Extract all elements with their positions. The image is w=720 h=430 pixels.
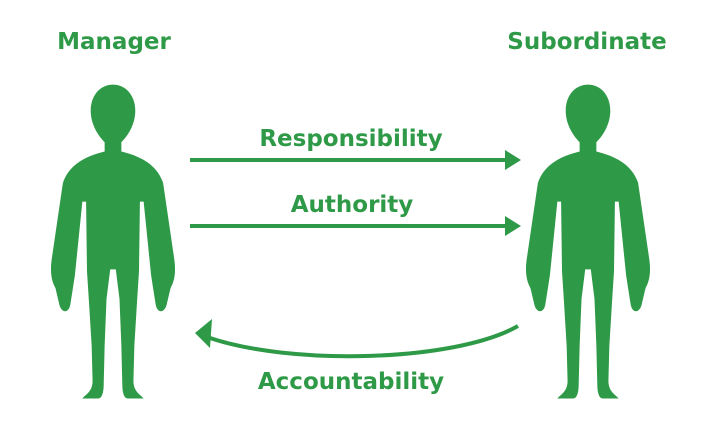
accountability-arrowhead-icon <box>195 319 212 348</box>
accountability-label: Accountability <box>258 369 444 395</box>
authority-arrowhead-icon <box>505 216 521 236</box>
responsibility-arrow <box>190 150 521 170</box>
subordinate-silhouette-icon <box>525 84 651 399</box>
accountability-arrow <box>195 319 519 359</box>
authority-arrow <box>190 216 521 236</box>
subordinate-label: Subordinate <box>507 29 666 55</box>
authority-label: Authority <box>291 192 414 218</box>
responsibility-label: Responsibility <box>259 126 442 152</box>
responsibility-arrowhead-icon <box>505 150 521 170</box>
manager-label: Manager <box>57 29 171 55</box>
manager-silhouette-icon <box>50 84 176 399</box>
